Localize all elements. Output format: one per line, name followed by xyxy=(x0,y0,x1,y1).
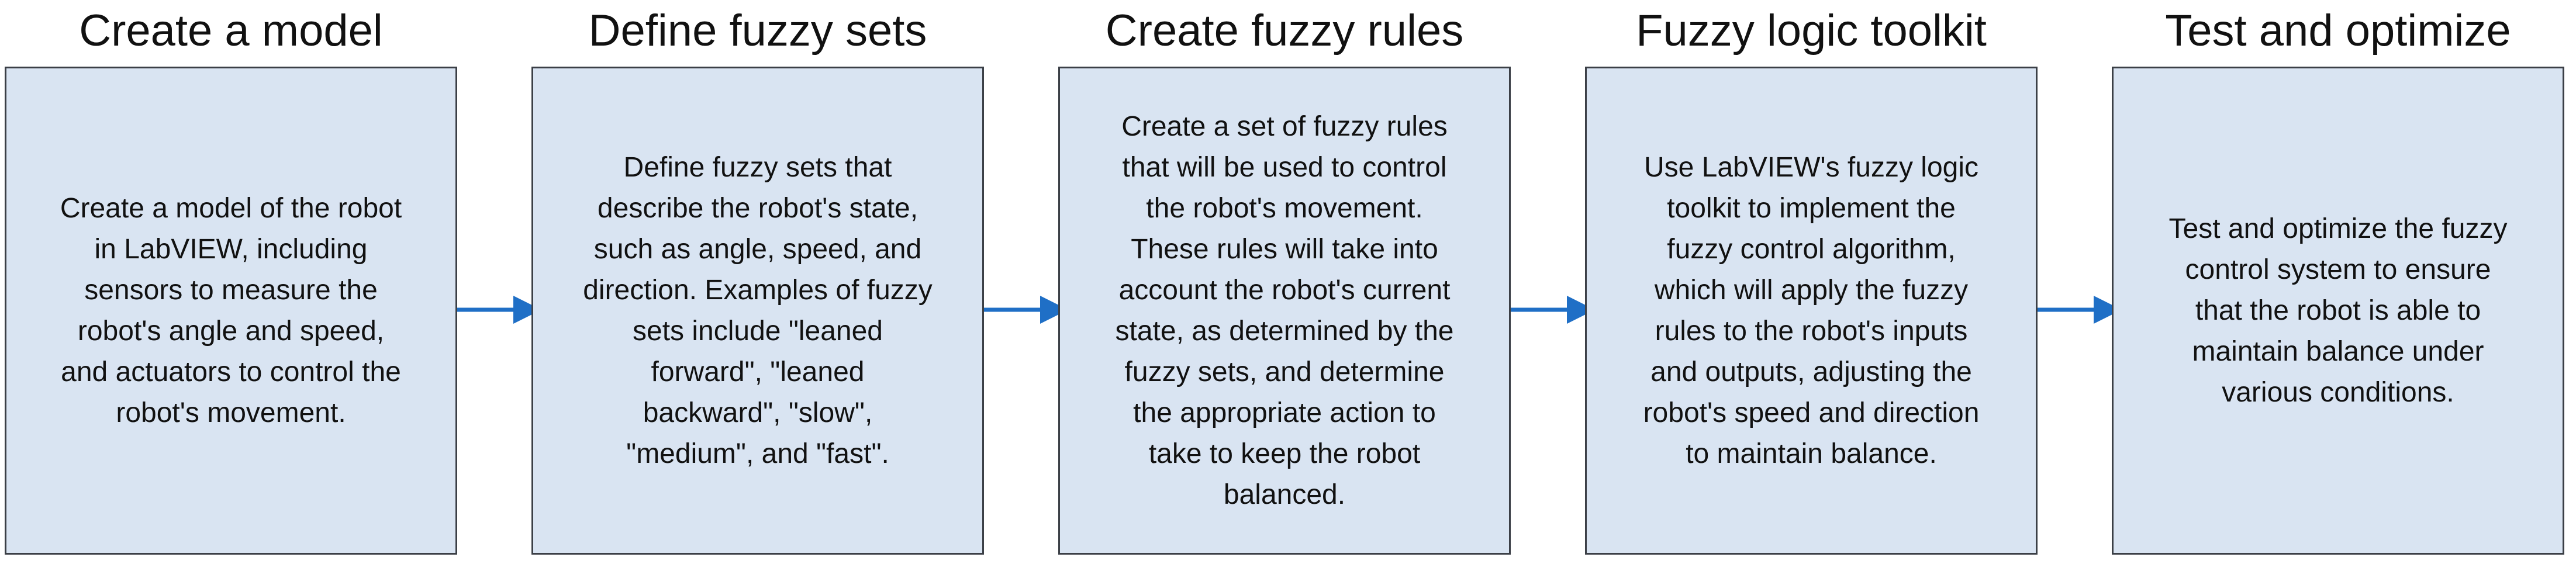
step-3-box: Create a set of fuzzy rules that will be… xyxy=(1058,67,1511,555)
step-2-text: Define fuzzy sets that describe the robo… xyxy=(583,151,933,469)
step-2-title: Define fuzzy sets xyxy=(588,6,927,56)
step-4-title: Fuzzy logic toolkit xyxy=(1636,6,1987,56)
step-5-box: Test and optimize the fuzzy control syst… xyxy=(2112,67,2564,555)
step-2-box: Define fuzzy sets that describe the robo… xyxy=(531,67,984,555)
step-1-box: Create a model of the robot in LabVIEW, … xyxy=(5,67,457,555)
step-5-title: Test and optimize xyxy=(2165,6,2511,56)
arrow-4-to-5 xyxy=(2038,293,2123,326)
step-3-text: Create a set of fuzzy rules that will be… xyxy=(1115,110,1454,510)
step-1-text: Create a model of the robot in LabVIEW, … xyxy=(60,192,402,428)
step-1-title: Create a model xyxy=(79,6,383,56)
step-5-text: Test and optimize the fuzzy control syst… xyxy=(2168,213,2508,408)
arrow-2-to-3 xyxy=(984,293,1069,326)
step-4-text: Use LabVIEW's fuzzy logic toolkit to imp… xyxy=(1643,151,1980,469)
step-4-box: Use LabVIEW's fuzzy logic toolkit to imp… xyxy=(1585,67,2038,555)
step-3-title: Create fuzzy rules xyxy=(1105,6,1464,56)
arrow-3-to-4 xyxy=(1511,293,1596,326)
arrow-1-to-2 xyxy=(457,293,543,326)
